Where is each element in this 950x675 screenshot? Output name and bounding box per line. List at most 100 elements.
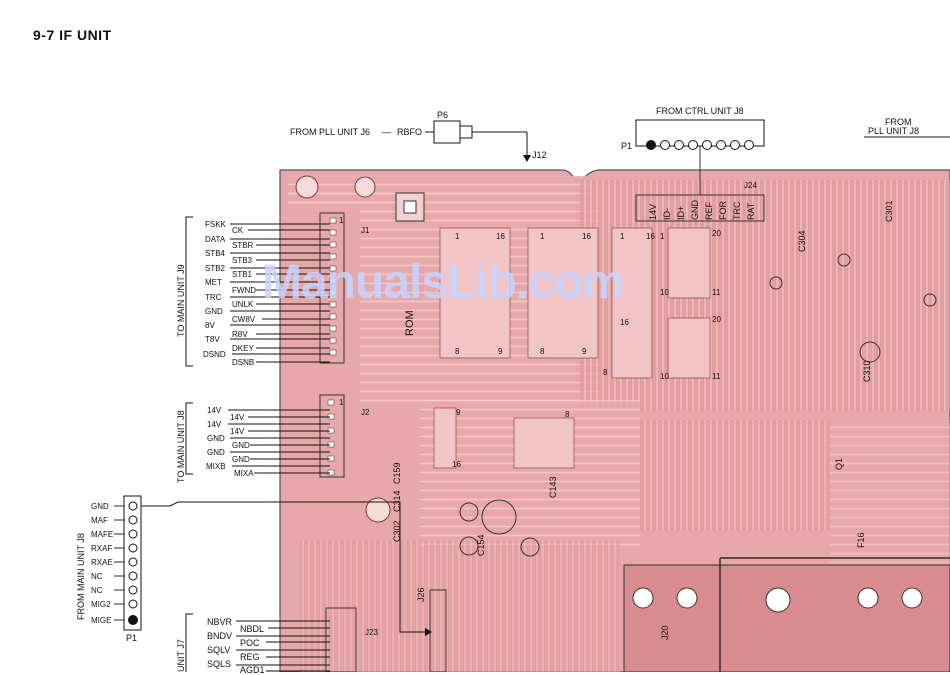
- pin-number: 8: [455, 347, 460, 356]
- pin-number: 1: [620, 232, 625, 241]
- right-from-label: FROM: [885, 117, 912, 127]
- pin-number: 11: [712, 288, 721, 297]
- ref-c154: C154: [476, 534, 486, 556]
- pin-number: 16: [452, 460, 461, 469]
- p1-pin: GND: [91, 502, 109, 511]
- pll-unit-label: FROM PLL UNIT J6: [290, 127, 371, 137]
- j9-left-pin: T8V: [205, 335, 220, 344]
- p1-pin: RXAE: [91, 558, 113, 567]
- j7-right-pin: POC: [240, 638, 260, 648]
- ref-c143: C143: [548, 476, 558, 498]
- pin-number: 16: [620, 318, 629, 327]
- ref-c302: C302: [392, 520, 402, 542]
- pin-number: 1: [339, 398, 344, 407]
- ref-f16: F16: [856, 532, 866, 548]
- j9-left-pin: MET: [205, 278, 222, 287]
- j9-right-pin: CW8V: [232, 315, 256, 324]
- ref-c159: C159: [392, 462, 402, 484]
- j7-left-pin: NBVR: [207, 617, 233, 627]
- p1-pin: MAFE: [91, 530, 114, 539]
- p1-pin: NC: [91, 572, 103, 581]
- pin-number: 20: [712, 315, 721, 324]
- pin-number: 16: [496, 232, 505, 241]
- j12-label: J12: [532, 150, 547, 160]
- j8-right-pin: 14V: [230, 413, 245, 422]
- j9-right-pin: FWND: [232, 286, 256, 295]
- j24-pin: FOR: [718, 201, 728, 220]
- pin-number: 8: [565, 410, 570, 419]
- j8-left-pin: 14V: [207, 406, 222, 415]
- ref-j2: J2: [361, 408, 370, 417]
- right-pll-label: PLL UNIT J8: [868, 126, 920, 136]
- page-title: 9-7 IF UNIT: [33, 27, 112, 43]
- j7-left-pin: SQLS: [207, 659, 232, 669]
- p1-pin: NC: [91, 586, 103, 595]
- ref-c301: C301: [884, 200, 894, 222]
- j9-right-pin: CK: [232, 226, 244, 235]
- ref-q1: Q1: [834, 457, 844, 470]
- pin-number: 1: [660, 232, 665, 241]
- ctrl-unit-label: FROM CTRL UNIT J8: [656, 106, 744, 116]
- pin-number: 10: [660, 288, 669, 297]
- j8-right-pin: MIXA: [234, 469, 254, 478]
- j7-right-pin: AGD1: [240, 665, 265, 675]
- j9-right-pin: STBR: [232, 241, 254, 250]
- pin-number: 9: [456, 408, 461, 417]
- pin-number: 20: [712, 229, 721, 238]
- pin-number: 16: [646, 232, 655, 241]
- watermark: ManualsLib.com: [262, 256, 625, 309]
- j9-right-pin: STB3: [232, 256, 253, 265]
- j24-pin: REF: [704, 202, 714, 220]
- rbfo-label: RBFO: [397, 127, 423, 137]
- j9-left-pin: STB2: [205, 264, 226, 273]
- ref-c310: C310: [862, 360, 872, 382]
- j8-left-pin: MIXB: [206, 462, 226, 471]
- pin-number: 16: [582, 232, 591, 241]
- main-j8-label: TO MAIN UNIT J8: [176, 410, 186, 483]
- j9-left-pin: TRC: [205, 293, 222, 302]
- dash-sep: —: [382, 127, 391, 137]
- j8-right-pin: GND: [232, 455, 250, 464]
- pin-number: 1: [339, 216, 344, 225]
- pin-number: 1: [540, 232, 545, 241]
- j8-right-pin: GND: [232, 441, 250, 450]
- p1-label: P1: [126, 633, 138, 643]
- ref-rom: ROM: [404, 310, 416, 336]
- j7-right-pin: NBDL: [240, 624, 265, 634]
- j8-left-pin: GND: [207, 434, 225, 443]
- pin-number: 9: [582, 347, 587, 356]
- pin-number: 9: [498, 347, 503, 356]
- pin-number: 8: [603, 368, 608, 377]
- unit-j7-label: UNIT J7: [176, 639, 186, 672]
- pin-number: 1: [455, 232, 460, 241]
- j9-right-pin: DSNB: [232, 358, 255, 367]
- j9-right-pin: DKEY: [232, 344, 254, 353]
- j7-left-pin: BNDV: [207, 631, 233, 641]
- from-main-j8-label: FROM MAIN UNIT J8: [76, 533, 86, 620]
- p1-pin: MIG2: [91, 600, 111, 609]
- ref-j20: J20: [660, 625, 670, 640]
- j9-left-pin: 8V: [205, 321, 215, 330]
- p1-pin: MIGE: [91, 616, 112, 625]
- ref-j23: J23: [365, 628, 378, 637]
- j24-pin: GND: [690, 200, 700, 220]
- j9-left-pin: FSKK: [205, 220, 226, 229]
- p1-pin: RXAF: [91, 544, 113, 553]
- ref-j26: J26: [416, 587, 426, 602]
- ref-c314: C314: [392, 490, 402, 512]
- main-j9-label: TO MAIN UNIT J9: [176, 264, 186, 337]
- j8-right-pin: 14V: [230, 427, 245, 436]
- j7-right-pin: REG: [240, 652, 260, 662]
- j24-pin: RAT: [746, 202, 756, 220]
- ref-j1: J1: [361, 226, 370, 235]
- ctrl-p1-label: P1: [621, 141, 633, 151]
- j24-pin: TRC: [732, 201, 742, 221]
- j24-pin: ID-: [662, 208, 672, 220]
- j9-left-pin: DATA: [205, 235, 226, 244]
- j9-left-pin: STB4: [205, 249, 226, 258]
- j24-pin: 14V: [648, 203, 658, 220]
- ref-c304: C304: [797, 230, 807, 252]
- pin-number: 10: [660, 372, 669, 381]
- pin-number: 11: [712, 372, 721, 381]
